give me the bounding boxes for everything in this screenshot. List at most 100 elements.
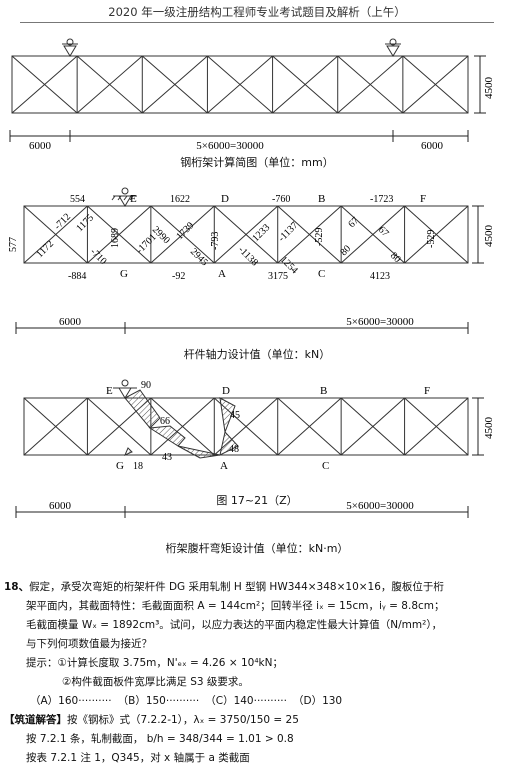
web-force: -710 bbox=[88, 246, 109, 267]
question-number: 18、 bbox=[4, 581, 30, 593]
web-member bbox=[23, 397, 88, 456]
node-label-D: D bbox=[221, 193, 229, 205]
web-force: 80 bbox=[338, 243, 353, 258]
member-force-top: -1723 bbox=[370, 194, 393, 205]
web-member bbox=[340, 205, 405, 264]
moment-value: 43 bbox=[162, 452, 172, 463]
node-label-C: C bbox=[318, 268, 325, 280]
web-member bbox=[404, 205, 469, 264]
node-label-B: B bbox=[318, 193, 325, 205]
web-force: -529 bbox=[426, 230, 437, 248]
moment-diagram bbox=[124, 389, 239, 459]
web-member bbox=[404, 397, 469, 456]
web-member bbox=[402, 55, 469, 114]
web-force: 1175 bbox=[74, 212, 96, 234]
dim-span-label: 5×6000=30000 bbox=[346, 500, 414, 512]
node-label-G: G bbox=[120, 268, 128, 280]
figure-caption: 钢桁架计算简图（单位：mm） bbox=[180, 156, 334, 169]
member-force-bottom: 4123 bbox=[370, 271, 390, 282]
figure-caption: 桁架腹杆弯矩设计值（单位：kN·m） bbox=[165, 542, 349, 555]
question-line: 毛截面模量 Wₓ = 1892cm³。试问，以应力表达的平面内稳定性最大计算值（… bbox=[26, 619, 443, 631]
web-force: 2945 bbox=[188, 246, 210, 268]
option-a[interactable]: （A）160·········· bbox=[30, 695, 112, 707]
moment-value: 45 bbox=[230, 410, 240, 421]
moment-value: 48 bbox=[229, 444, 239, 455]
dim-left-label: 6000 bbox=[29, 140, 52, 152]
member-force-bottom: -884 bbox=[68, 271, 86, 282]
node-label-D: D bbox=[222, 385, 230, 397]
solution-text: 按《钢标》式（7.2.2-1），λₓ = 3750/150 = 25 bbox=[67, 714, 299, 726]
dim-height-label: 4500 bbox=[483, 225, 495, 248]
option-d[interactable]: （D）130 bbox=[292, 695, 343, 707]
web-force: 577 bbox=[8, 237, 19, 252]
member-force-bottom: -92 bbox=[172, 271, 185, 282]
truss-1-chords bbox=[11, 55, 469, 114]
web-member bbox=[337, 55, 404, 114]
figure-number: 图 17~21（Z） bbox=[216, 494, 298, 507]
moment-value: 18 bbox=[133, 461, 143, 472]
web-member bbox=[11, 55, 78, 114]
node-label-A: A bbox=[220, 460, 228, 472]
question-block: 18、假定，承受次弯矩的桁架杆件 DG 采用轧制 H 型钢 HW344×348×… bbox=[4, 578, 510, 768]
node-label-G: G bbox=[116, 460, 124, 472]
web-force: 67 bbox=[346, 215, 361, 230]
figure-caption: 杆件轴力设计值（单位：kN） bbox=[183, 348, 331, 361]
truss-moment-diagram: E D B F G A C 90 66 45 43 48 18 4500 600… bbox=[15, 379, 495, 518]
support-symbol bbox=[113, 379, 137, 399]
web-force: 1233 bbox=[250, 222, 272, 244]
truss-1-webs bbox=[11, 55, 469, 114]
web-force: 1689 bbox=[110, 228, 121, 248]
question-line: 假定，承受次弯矩的桁架杆件 DG 采用轧制 H 型钢 HW344×348×10×… bbox=[29, 581, 444, 593]
web-member bbox=[277, 205, 342, 264]
truss-axial-force-diagram: E D B F G A C 554 1622 -760 -1723 -884 -… bbox=[8, 187, 495, 334]
support-symbol bbox=[385, 38, 401, 57]
web-member bbox=[23, 205, 88, 264]
node-label-F: F bbox=[424, 385, 430, 397]
node-label-C: C bbox=[322, 460, 329, 472]
node-label-E: E bbox=[130, 193, 137, 205]
dim-span-label: 5×6000=30000 bbox=[346, 316, 414, 328]
member-force-top: 1622 bbox=[170, 194, 190, 205]
web-member bbox=[150, 397, 215, 456]
option-b[interactable]: （B）150·········· bbox=[117, 695, 200, 707]
header-rule bbox=[20, 22, 494, 23]
web-force: 67 bbox=[376, 224, 391, 239]
web-force: -712 bbox=[52, 211, 73, 232]
web-force: -793 bbox=[210, 232, 221, 250]
dimension-lines bbox=[15, 205, 484, 334]
answer-options: （A）160·········· （B）150·········· （C）140… bbox=[4, 692, 510, 711]
dimension-lines bbox=[9, 55, 486, 142]
web-member bbox=[150, 205, 215, 264]
node-label-E: E bbox=[106, 385, 113, 397]
web-force: -1138 bbox=[236, 244, 260, 268]
member-force-bottom: 3175 bbox=[268, 271, 288, 282]
web-member bbox=[340, 397, 405, 456]
option-c[interactable]: （C）140·········· bbox=[205, 695, 287, 707]
support-symbol bbox=[62, 38, 78, 57]
dim-height-label: 4500 bbox=[483, 77, 495, 100]
solution-line: 【筑道解答】按《钢标》式（7.2.2-1），λₓ = 3750/150 = 25 bbox=[4, 711, 510, 730]
question-line: 架平面内，其截面特性：毛截面面积 A = 144cm²；回转半径 iₓ = 15… bbox=[26, 600, 445, 612]
web-member bbox=[87, 205, 152, 264]
truss-1-members bbox=[11, 55, 469, 114]
truss-2-members bbox=[23, 205, 469, 264]
page-header: 2020 年一级注册结构工程师专业考试题目及解析（上午） bbox=[108, 5, 406, 19]
solution-line: 按 7.2.1 条，轧制截面， b/h = 348/344 = 1.01 > 0… bbox=[26, 733, 294, 745]
member-force-top: 554 bbox=[70, 194, 85, 205]
web-member bbox=[277, 397, 342, 456]
node-label-F: F bbox=[420, 193, 426, 205]
truss-diagram-1: 4500 6000 5×6000=30000 6000 bbox=[9, 38, 495, 152]
web-member bbox=[272, 55, 339, 114]
web-member bbox=[76, 55, 143, 114]
dim-height-label: 4500 bbox=[483, 417, 495, 440]
member-force-top: -760 bbox=[272, 194, 290, 205]
web-force: 1739 bbox=[174, 220, 196, 242]
hint-line: 提示：①计算长度取 3.75m，N'ₑₓ = 4.26 × 10⁴kN； bbox=[26, 657, 283, 669]
node-label-B: B bbox=[320, 385, 327, 397]
web-force: 1172 bbox=[34, 238, 56, 260]
web-member bbox=[141, 55, 208, 114]
node-label-A: A bbox=[218, 268, 226, 280]
hint-line: ②构件截面板件宽厚比满足 S3 级要求。 bbox=[62, 676, 249, 688]
web-force: -529 bbox=[314, 228, 325, 246]
dim-span-label: 5×6000=30000 bbox=[196, 140, 264, 152]
